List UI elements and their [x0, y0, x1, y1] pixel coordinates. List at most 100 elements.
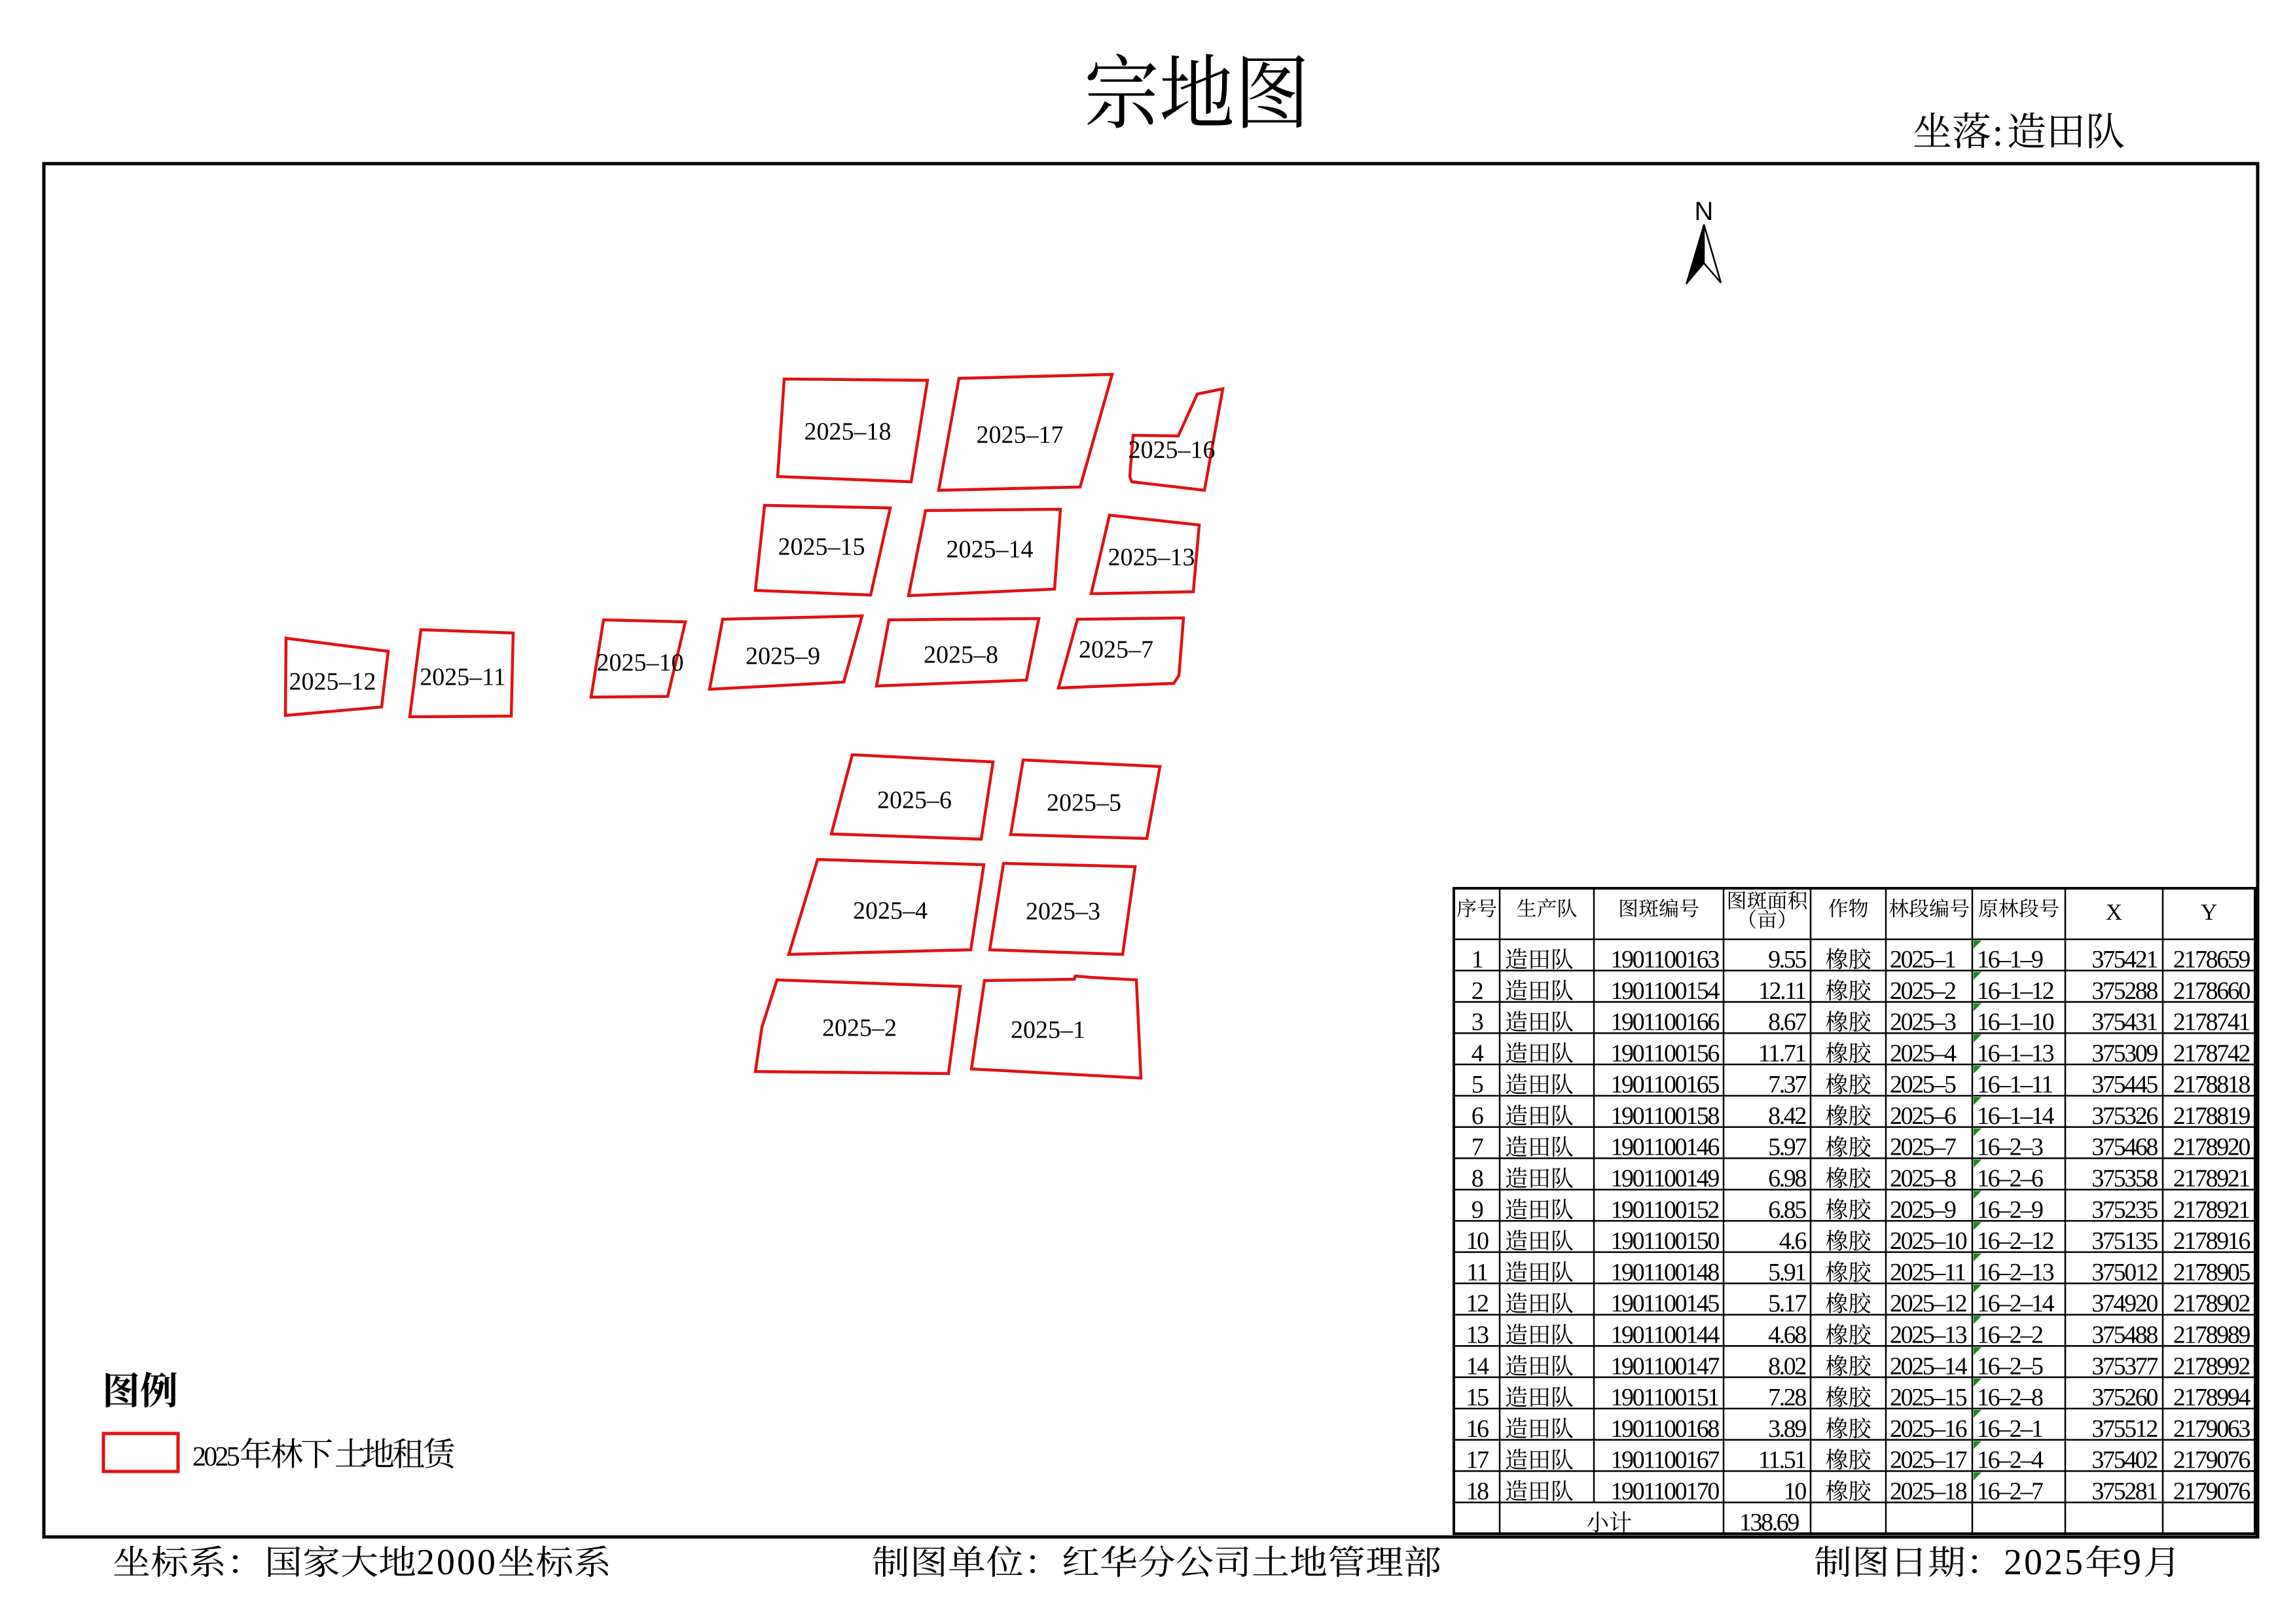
svg-text:15: 15 [1466, 1384, 1489, 1411]
svg-text:16–1–14: 16–1–14 [1977, 1102, 2055, 1130]
svg-text:375377: 375377 [2091, 1352, 2158, 1380]
svg-text:375260: 375260 [2091, 1384, 2158, 1411]
svg-text:5: 5 [1472, 1071, 1483, 1098]
svg-text:2025: 2025 [2004, 1542, 2085, 1583]
svg-text:16–2–12: 16–2–12 [1977, 1227, 2053, 1255]
svg-text:9: 9 [2123, 1542, 2141, 1583]
svg-text:1901100156: 1901100156 [1610, 1039, 1719, 1067]
svg-text:2025–9: 2025–9 [1890, 1196, 1956, 1223]
svg-text:3.89: 3.89 [1768, 1415, 1806, 1443]
svg-text:5.97: 5.97 [1768, 1134, 1806, 1161]
svg-text:6.98: 6.98 [1768, 1165, 1806, 1193]
svg-text:1901100170: 1901100170 [1610, 1477, 1719, 1505]
svg-text:2178819: 2178819 [2173, 1102, 2250, 1130]
svg-text:2179076: 2179076 [2173, 1447, 2250, 1474]
svg-text:6.85: 6.85 [1768, 1196, 1806, 1223]
svg-text:2025–1: 2025–1 [1890, 946, 1955, 973]
svg-text:16–1–13: 16–1–13 [1977, 1039, 2054, 1067]
svg-text:2025–13: 2025–13 [1108, 544, 1195, 571]
svg-text:1901100166: 1901100166 [1610, 1009, 1719, 1036]
svg-text:2025–4: 2025–4 [853, 897, 928, 925]
svg-text:374920: 374920 [2091, 1290, 2158, 1318]
svg-text:X: X [2106, 899, 2122, 925]
svg-text:2025–16: 2025–16 [1890, 1415, 1967, 1443]
svg-text:8.67: 8.67 [1768, 1009, 1806, 1036]
svg-text:2025–1: 2025–1 [1011, 1017, 1085, 1044]
svg-text:2178921: 2178921 [2173, 1165, 2250, 1193]
svg-text:2025: 2025 [192, 1442, 240, 1472]
svg-text:2025–15: 2025–15 [1890, 1384, 1967, 1411]
svg-text:2025–10: 2025–10 [1890, 1227, 1967, 1255]
svg-text:2025–5: 2025–5 [1047, 789, 1121, 817]
svg-text:14: 14 [1466, 1352, 1489, 1380]
svg-text:2178659: 2178659 [2173, 946, 2250, 973]
svg-text:16–1–11: 16–1–11 [1977, 1071, 2052, 1098]
svg-text::: : [1993, 111, 2004, 154]
svg-text:2025–12: 2025–12 [289, 668, 376, 696]
svg-text:2025–5: 2025–5 [1890, 1071, 1956, 1098]
svg-text:7.28: 7.28 [1768, 1384, 1806, 1411]
svg-text:5.17: 5.17 [1768, 1290, 1806, 1318]
svg-text:N: N [1695, 197, 1714, 226]
svg-text:2178905: 2178905 [2173, 1259, 2250, 1286]
svg-text:1901100148: 1901100148 [1610, 1259, 1719, 1286]
svg-text:375512: 375512 [2091, 1415, 2157, 1443]
svg-text:16: 16 [1466, 1415, 1489, 1443]
svg-text:2025–6: 2025–6 [1890, 1102, 1956, 1130]
svg-text:2025–14: 2025–14 [1890, 1352, 1968, 1380]
svg-text:1901100151: 1901100151 [1610, 1384, 1718, 1411]
svg-text:375488: 375488 [2091, 1321, 2158, 1348]
svg-text:2178916: 2178916 [2173, 1227, 2250, 1255]
svg-text:2025–11: 2025–11 [1890, 1259, 1965, 1286]
svg-text:16–2–4: 16–2–4 [1977, 1447, 2044, 1474]
svg-text:2178989: 2178989 [2173, 1321, 2250, 1348]
svg-text:9.55: 9.55 [1768, 946, 1806, 973]
svg-text:8.42: 8.42 [1768, 1102, 1805, 1130]
svg-text:375421: 375421 [2091, 946, 2157, 973]
svg-text:375402: 375402 [2091, 1447, 2157, 1474]
svg-text:7: 7 [1472, 1134, 1483, 1161]
svg-text:1901100147: 1901100147 [1610, 1352, 1719, 1380]
svg-text:16–2–7: 16–2–7 [1977, 1477, 2043, 1505]
svg-text:1901100145: 1901100145 [1610, 1290, 1719, 1318]
svg-text:138.69: 138.69 [1739, 1509, 1799, 1536]
svg-text:16–2–14: 16–2–14 [1977, 1290, 2055, 1318]
svg-text:2025–17: 2025–17 [977, 422, 1064, 449]
svg-text:2025–14: 2025–14 [947, 536, 1034, 564]
svg-text:1901100149: 1901100149 [1610, 1165, 1719, 1193]
svg-text:2178994: 2178994 [2173, 1384, 2251, 1411]
svg-text:375431: 375431 [2091, 1009, 2157, 1036]
svg-text:16–1–10: 16–1–10 [1977, 1009, 2054, 1036]
svg-text:1901100144: 1901100144 [1610, 1321, 1720, 1348]
svg-text:2025–9: 2025–9 [746, 643, 820, 670]
svg-text:1901100154: 1901100154 [1610, 977, 1720, 1005]
svg-text:2025–6: 2025–6 [877, 787, 952, 814]
svg-text:10: 10 [1784, 1477, 1807, 1505]
svg-text:2025–18: 2025–18 [1890, 1477, 1967, 1505]
svg-text:1901100167: 1901100167 [1610, 1447, 1719, 1474]
svg-text:16–2–8: 16–2–8 [1977, 1384, 2043, 1411]
svg-text:11.51: 11.51 [1758, 1447, 1805, 1474]
svg-text:16–2–5: 16–2–5 [1977, 1352, 2043, 1380]
svg-text:2025–18: 2025–18 [804, 418, 892, 446]
svg-text:2025–16: 2025–16 [1129, 437, 1216, 464]
svg-text:17: 17 [1466, 1447, 1489, 1474]
svg-text:Y: Y [2201, 899, 2217, 925]
svg-text:1901100150: 1901100150 [1610, 1227, 1719, 1255]
svg-text:2178742: 2178742 [2173, 1039, 2250, 1067]
svg-text:1901100168: 1901100168 [1610, 1415, 1719, 1443]
svg-text:4.68: 4.68 [1768, 1321, 1806, 1348]
svg-text:1: 1 [1472, 946, 1483, 973]
svg-text:2178920: 2178920 [2173, 1134, 2250, 1161]
svg-text:3: 3 [1472, 1009, 1483, 1036]
svg-text:375445: 375445 [2091, 1071, 2158, 1098]
svg-text:5.91: 5.91 [1768, 1259, 1805, 1286]
svg-text:1901100152: 1901100152 [1610, 1196, 1718, 1223]
svg-text:8: 8 [1472, 1165, 1483, 1193]
svg-text:2025–2: 2025–2 [1890, 977, 1955, 1005]
svg-text:375135: 375135 [2091, 1227, 2158, 1255]
svg-text:2178660: 2178660 [2173, 977, 2250, 1005]
svg-text:2025–4: 2025–4 [1890, 1039, 1957, 1067]
svg-text:2178741: 2178741 [2173, 1009, 2250, 1036]
svg-text:2025–2: 2025–2 [822, 1015, 897, 1042]
